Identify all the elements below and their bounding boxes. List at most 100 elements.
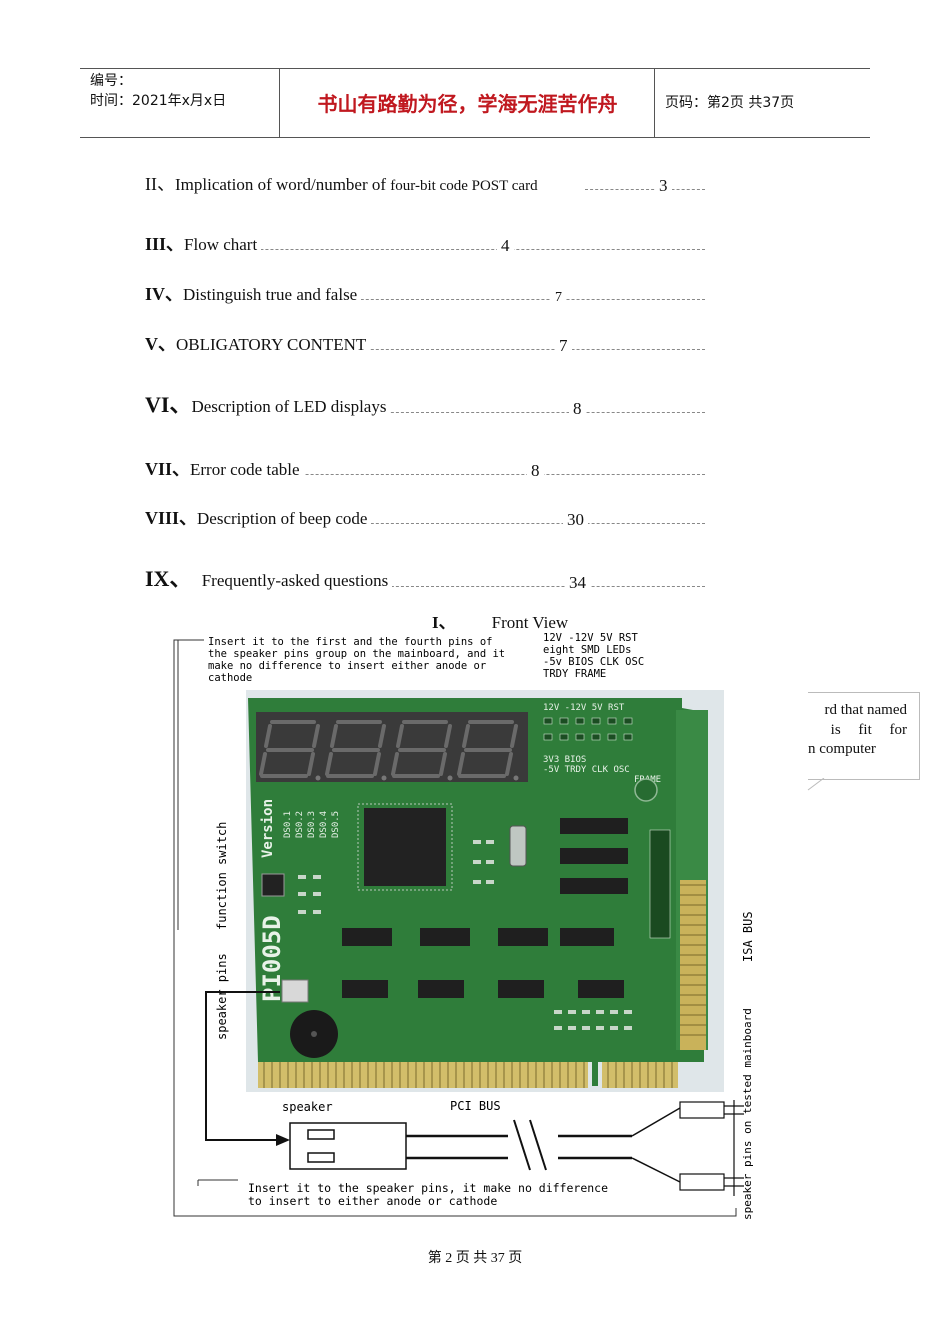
- svg-text:DS0.1: DS0.1: [283, 811, 293, 838]
- pci-bus-label: PCI BUS: [450, 1099, 501, 1113]
- toc-roman: IX、: [145, 566, 192, 591]
- toc-roman: V、: [145, 334, 176, 354]
- led-legend-line: -5v BIOS CLK OSC: [543, 656, 644, 668]
- toc-leader: [145, 349, 705, 350]
- toc-page: 7: [555, 336, 572, 356]
- header-motto: 书山有路勤为径，学海无涯苦作舟: [281, 69, 655, 137]
- bottom-note: Insert it to the speaker pins, it make n…: [248, 1181, 608, 1208]
- toc-roman: VIII、: [145, 508, 198, 528]
- bottom-note-line: to insert to either anode or cathode: [248, 1194, 497, 1208]
- toc-roman: VI、: [145, 392, 192, 417]
- side-note-line: is fit for: [830, 721, 907, 738]
- top-note-line: Insert it to the first and the fourth pi…: [208, 636, 492, 648]
- logic-chips: [342, 818, 628, 998]
- side-note-pointer: [807, 778, 825, 791]
- top-note-line: the speaker pins group on the mainboard,…: [208, 648, 505, 660]
- model-label: PI005D: [258, 915, 286, 1002]
- toc-item[interactable]: IV、Distinguish true and false 7: [145, 280, 705, 310]
- section-number: I、: [432, 613, 456, 632]
- toc-page: 4: [497, 236, 514, 256]
- toc-roman: VII、: [145, 459, 191, 479]
- smd-led-grid: [543, 717, 633, 741]
- section-title: Front View: [491, 613, 569, 632]
- toc-item[interactable]: VIII、Description of beep code 30: [145, 504, 705, 534]
- toc-title: Distinguish true and false: [183, 285, 358, 304]
- toc-leader: [145, 523, 705, 524]
- side-note-line: n computer: [808, 741, 876, 757]
- toc-title: Implication of word/number of: [175, 175, 391, 194]
- speaker-label: speaker: [282, 1100, 333, 1114]
- toc-page: 34: [565, 573, 590, 593]
- led-legend: 12V -12V 5V RST eight SMD LEDs -5v BIOS …: [543, 632, 644, 680]
- side-note-line: rd that named: [824, 702, 907, 718]
- pcb-board: 12V -12V 5V RST 3V3 BIOS -5V TRDY CLK OS…: [246, 690, 724, 1092]
- page-header: 编号： 时间：2021年x月x日 书山有路勤为径，学海无涯苦作舟 页码：第2页 …: [80, 68, 870, 138]
- post-card-figure: Insert it to the first and the fourth pi…: [173, 632, 755, 1220]
- speaker-wiring: [205, 991, 284, 1141]
- main-chip: [364, 808, 446, 886]
- toc-title: Description of beep code: [197, 509, 368, 528]
- mainboard-pins: [679, 1100, 744, 1196]
- toc-page: 3: [655, 176, 672, 196]
- function-switch-button[interactable]: [261, 873, 285, 897]
- svg-text:-5V TRDY CLK OSC: -5V TRDY CLK OSC: [543, 765, 630, 775]
- top-note-line: make no difference to insert either anod…: [208, 660, 486, 672]
- led-legend-line: TRDY FRAME: [543, 668, 606, 680]
- svg-text:3V3 BIOS: 3V3 BIOS: [543, 755, 586, 765]
- toc-page: 7: [551, 290, 566, 306]
- toc-title: Frequently-asked questions: [197, 571, 389, 590]
- svg-text:12V -12V 5V RST: 12V -12V 5V RST: [543, 703, 625, 713]
- led-legend-line: 12V -12V 5V RST: [543, 632, 639, 644]
- toc-leader: [145, 249, 705, 250]
- toc-leader: [145, 412, 705, 413]
- toc-page: 8: [569, 399, 586, 419]
- header-page-info: 页码：第2页 共37页: [665, 95, 795, 111]
- isa-bus-label: ISA BUS: [741, 911, 755, 962]
- svg-text:DS0.2: DS0.2: [295, 811, 305, 838]
- function-switch-label: function switch: [215, 822, 229, 930]
- toc-roman: II、: [145, 174, 175, 194]
- speaker-pin-header[interactable]: [281, 979, 309, 1003]
- toc-item[interactable]: III、Flow chart 4: [145, 230, 705, 260]
- toc-item[interactable]: VII、Error code table 8: [145, 455, 705, 485]
- speaker-connector: [289, 1107, 681, 1183]
- side-note-box: rd that named is fit for n computer: [808, 692, 920, 780]
- led-legend-line: eight SMD LEDs: [543, 644, 632, 656]
- toc-item[interactable]: V、OBLIGATORY CONTENT 7: [145, 330, 705, 360]
- top-note: Insert it to the first and the fourth pi…: [208, 636, 505, 684]
- toc-item[interactable]: VI、Description of LED displays 8: [145, 387, 705, 423]
- time-label: 时间：2021年x月x日: [90, 93, 227, 109]
- speaker-pins-label: speaker pins: [215, 953, 229, 1040]
- svg-text:DS0.5: DS0.5: [331, 811, 341, 838]
- toc-leader: [585, 189, 705, 190]
- number-label: 编号：: [90, 73, 132, 89]
- toc-title: Error code table: [190, 460, 300, 479]
- pci-gold-fingers: [258, 1062, 588, 1088]
- toc-roman: III、: [145, 234, 185, 254]
- ds-labels: DS0.1 DS0.2 DS0.3 DS0.4 DS0.5: [283, 811, 341, 838]
- toc-page: 8: [527, 461, 544, 481]
- svg-text:DS0.4: DS0.4: [319, 811, 329, 838]
- toc-leader: [145, 474, 705, 475]
- toc-leader: [145, 586, 705, 587]
- toc-title: Flow chart: [184, 235, 258, 254]
- toc-item[interactable]: IX、 Frequently-asked questions 34: [145, 561, 705, 597]
- smd-components: [298, 840, 632, 1030]
- header-meta-cell: 编号： 时间：2021年x月x日: [80, 69, 280, 137]
- seven-segment-digits: [259, 720, 518, 778]
- bottom-note-line: Insert it to the speaker pins, it make n…: [248, 1181, 608, 1195]
- toc-page: 30: [563, 510, 588, 530]
- toc-item[interactable]: II、Implication of word/number of four-bi…: [145, 170, 705, 200]
- section-heading: I、 Front View: [432, 608, 568, 633]
- toc-title: OBLIGATORY CONTENT: [176, 335, 367, 354]
- figure-frame: [173, 639, 737, 1217]
- toc-roman: IV、: [145, 284, 184, 304]
- svg-text:DS0.3: DS0.3: [307, 811, 317, 838]
- speaker-pins-tested-label: speaker pins on tested mainboard: [741, 1008, 754, 1220]
- toc-title-small: four-bit code POST card: [390, 178, 538, 194]
- toc-leader: [145, 299, 705, 300]
- page-footer: 第 2 页 共 37 页: [427, 1251, 523, 1266]
- version-label: Version: [260, 799, 276, 858]
- toc-title: Description of LED displays: [191, 397, 387, 416]
- top-note-line: cathode: [208, 672, 252, 684]
